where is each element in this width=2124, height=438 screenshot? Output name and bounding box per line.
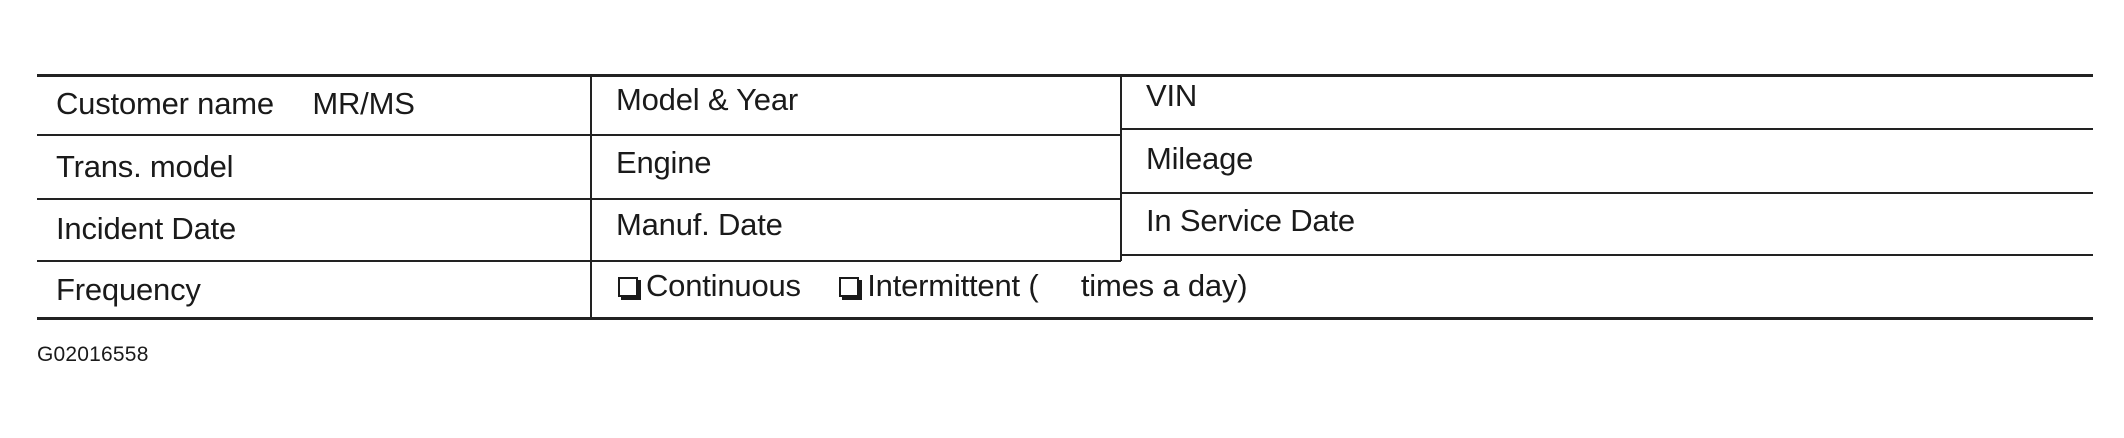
row2-divider-left bbox=[37, 198, 1121, 200]
bottom-rule bbox=[37, 317, 2093, 320]
row1-divider-left bbox=[37, 134, 1121, 136]
top-rule bbox=[37, 74, 2093, 77]
row1-divider-right bbox=[1121, 128, 2093, 130]
row3-divider-left bbox=[37, 260, 1121, 262]
trans-model-label: Trans. model bbox=[56, 149, 234, 184]
column-divider-1 bbox=[590, 74, 592, 320]
column-divider-2 bbox=[1120, 74, 1122, 261]
continuous-label: Continuous bbox=[646, 268, 801, 303]
vehicle-info-form: Customer name MR/MS Model & Year VIN Tra… bbox=[37, 74, 2093, 320]
model-year-label: Model & Year bbox=[616, 82, 799, 117]
mr-ms-text: MR/MS bbox=[312, 86, 415, 121]
in-service-date-label: In Service Date bbox=[1146, 203, 1355, 238]
row3-divider-right bbox=[1121, 254, 2093, 256]
row2-divider-right bbox=[1121, 192, 2093, 194]
continuous-option[interactable]: Continuous bbox=[618, 269, 801, 303]
customer-name-label: Customer name MR/MS bbox=[56, 87, 415, 121]
continuous-checkbox[interactable] bbox=[618, 277, 638, 297]
incident-date-label: Incident Date bbox=[56, 211, 237, 246]
times-a-day-text: times a day) bbox=[1080, 268, 1248, 303]
frequency-options: Continuous Intermittent ( times a day) bbox=[618, 268, 1248, 303]
manuf-date-label: Manuf. Date bbox=[616, 207, 783, 242]
figure-code: G02016558 bbox=[37, 343, 149, 366]
intermittent-option[interactable]: Intermittent ( bbox=[839, 268, 1039, 303]
intermittent-checkbox[interactable] bbox=[839, 277, 860, 297]
mileage-label: Mileage bbox=[1146, 141, 1254, 176]
engine-label: Engine bbox=[616, 145, 712, 180]
frequency-label: Frequency bbox=[56, 272, 201, 307]
intermittent-label: Intermittent ( bbox=[867, 268, 1039, 303]
vin-label: VIN bbox=[1146, 78, 1198, 113]
customer-name-text: Customer name bbox=[56, 86, 274, 121]
